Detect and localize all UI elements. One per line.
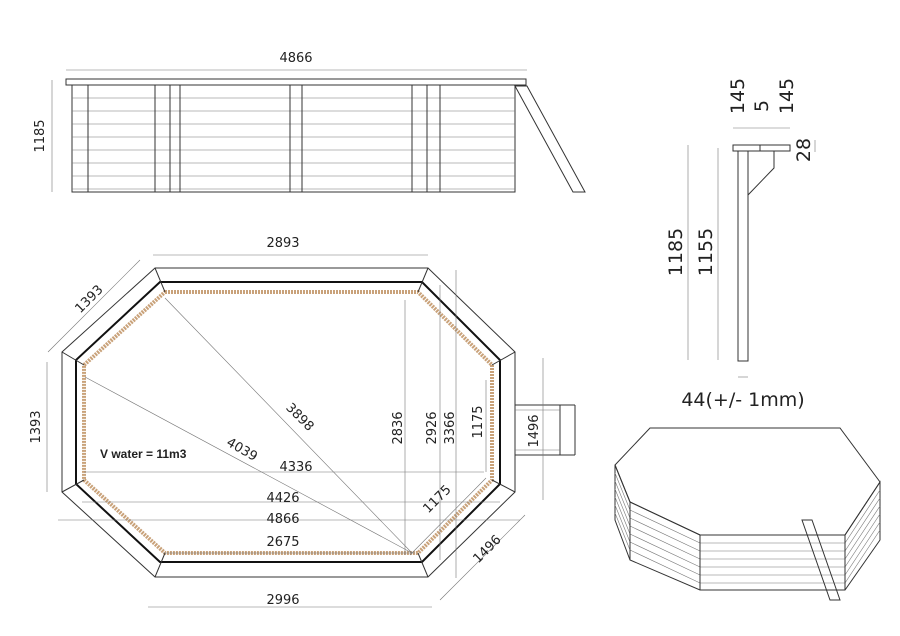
inner-bottom-label: 2675 <box>266 535 299 550</box>
board-line <box>614 472 631 511</box>
board-line <box>844 521 881 576</box>
elevation-height-label: 1185 <box>33 119 48 152</box>
profile-height-outer: 1185 <box>665 228 687 276</box>
profile-post <box>737 150 749 362</box>
elevation-width-label: 4866 <box>279 51 312 66</box>
board-line <box>629 533 701 568</box>
board-line <box>844 489 881 544</box>
width-3366-label: 3366 <box>443 411 458 444</box>
width-2836-label: 2836 <box>391 411 406 444</box>
diag-1175-label: 1175 <box>421 483 455 517</box>
3d-wall-boards <box>614 472 881 590</box>
length-4336-label: 4336 <box>279 460 312 475</box>
side-elevation: 4866 1185 <box>33 51 586 193</box>
top-edge-label: 2893 <box>266 236 299 251</box>
board-line <box>629 509 701 544</box>
left-edge-label: 1393 <box>29 410 44 443</box>
diag-1496-label: 1496 <box>471 533 505 567</box>
water-volume-label: V water = 11m3 <box>100 447 187 461</box>
wall-boards <box>72 85 515 192</box>
board-line <box>844 497 881 552</box>
board-line <box>614 504 631 543</box>
board-line <box>844 513 881 568</box>
diagonal-3898-label: 3898 <box>282 401 316 435</box>
board-line <box>614 496 631 535</box>
width-2926-label: 2926 <box>425 411 440 444</box>
board-line <box>629 541 701 576</box>
diag-top-left-label: 1393 <box>73 283 107 317</box>
profile-gap: 5 <box>751 100 773 112</box>
board-line <box>844 529 881 584</box>
overall-length-label: 4866 <box>266 512 299 527</box>
bottom-edge-label: 2996 <box>266 593 299 608</box>
top-rail <box>65 78 527 86</box>
liner-rail <box>82 290 494 555</box>
board-line <box>629 525 701 560</box>
profile-height-inner: 1155 <box>695 228 717 276</box>
board-line <box>844 505 881 560</box>
plan-view: 2893 1393 1393 2996 4866 4426 4336 2675 … <box>29 236 576 608</box>
ladder <box>515 404 576 456</box>
pool-wall <box>71 84 516 193</box>
diagonal-3898 <box>164 297 413 554</box>
board-line <box>629 549 701 584</box>
board-line <box>629 517 701 552</box>
diagonal-4039 <box>84 376 413 554</box>
diagonal-4039-label: 4039 <box>224 435 260 465</box>
board-line <box>614 512 631 551</box>
board-profile: 145 5 145 28 1185 1155 44(+/- 1mm) <box>665 78 816 411</box>
profile-cap <box>732 144 791 152</box>
3d-ladder <box>801 519 841 601</box>
ladder-1496-label: 1496 <box>527 414 542 447</box>
profile-145-left: 145 <box>727 78 749 114</box>
length-4426-label: 4426 <box>266 491 299 506</box>
ladder-side <box>514 85 586 193</box>
profile-thickness: 44(+/- 1mm) <box>681 389 804 411</box>
profile-145-right: 145 <box>776 78 798 114</box>
board-line <box>614 488 631 527</box>
board-line <box>614 480 631 519</box>
profile-cap-label: 28 <box>793 138 815 162</box>
pool-3d-view <box>614 427 881 601</box>
right-1175-label: 1175 <box>471 405 486 438</box>
